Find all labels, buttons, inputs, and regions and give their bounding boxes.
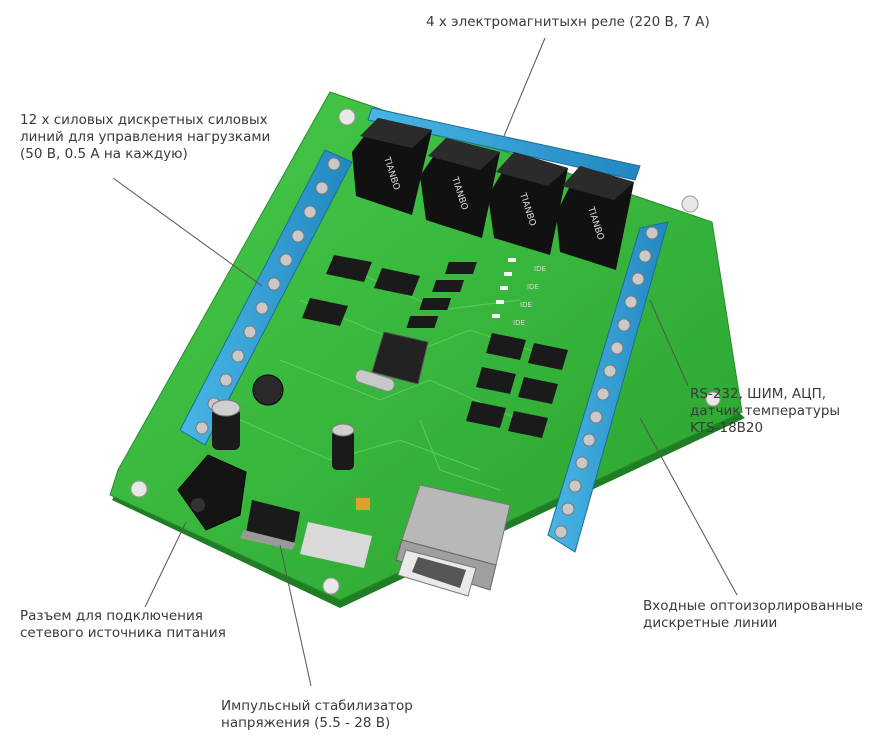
callout-power-jack-line-2: сетевого источника питания: [20, 625, 226, 641]
relay-2: TIANBO: [420, 138, 500, 238]
relay-3: TIANBO: [488, 152, 568, 255]
callout-power-jack-line-1: Разъем для подключения: [20, 608, 203, 624]
callout-power-lines-line-3: (50 В, 0.5 А на каждую): [20, 146, 188, 162]
callout-relays: 4 х электромагнитыхн реле (220 В, 7 А): [426, 14, 710, 31]
inductor: [252, 374, 284, 406]
callout-power-jack: Разъем для подключения сетевого источник…: [20, 608, 226, 642]
svg-text:IDE: IDE: [527, 283, 539, 291]
optocouplers: [466, 333, 568, 438]
callout-stabilizer-line-1: Импульсный стабилизатор: [221, 698, 413, 714]
svg-text:IDE: IDE: [534, 265, 546, 273]
leds: [492, 258, 516, 318]
callout-power-lines-line-2: линий для управления нагрузками: [20, 129, 271, 145]
top-terminal-block: [367, 107, 641, 181]
callout-inputs-line-2: дискретные линии: [643, 615, 778, 631]
relays: TIANBO TIANBO TIANBO TIANBO: [352, 118, 634, 270]
crystal: [354, 369, 395, 392]
switching-regulator: [240, 500, 300, 550]
callout-relays-text: 4 х электромагнитыхн реле (220 В, 7 А): [426, 14, 710, 30]
callout-power-lines: 12 х силовых дискретных силовых линий дл…: [20, 112, 270, 163]
callout-power-lines-line-1: 12 х силовых дискретных силовых: [20, 112, 268, 128]
callout-rs232-line-1: RS-232, ШИМ, АЦП,: [690, 386, 827, 402]
right-terminal-block: [547, 221, 669, 553]
relay-4: TIANBO: [556, 166, 634, 270]
callout-rs232-line-3: KTS-18B20: [690, 420, 764, 436]
callout-inputs: Входные оптоизорлированные дискретные ли…: [643, 598, 863, 632]
callout-rs232-line-2: датчик температуры: [690, 403, 841, 419]
relay-1: TIANBO: [352, 118, 432, 215]
ide-chips: IDE IDE IDE IDE: [406, 262, 546, 328]
capacitors: [211, 399, 355, 470]
microcontroller: [371, 331, 429, 385]
driver-chips: [302, 255, 420, 326]
callout-stabilizer-line-2: напряжения (5.5 - 28 В): [221, 715, 391, 731]
leader-lines: [112, 37, 738, 687]
callout-inputs-line-1: Входные оптоизорлированные: [643, 598, 863, 614]
thermal-pads: [300, 522, 372, 568]
svg-text:IDE: IDE: [513, 319, 525, 327]
callout-stabilizer: Импульсный стабилизатор напряжения (5.5 …: [221, 698, 413, 732]
ethernet-jack: [395, 484, 511, 597]
mounting-holes: [130, 108, 721, 595]
svg-text:IDE: IDE: [520, 301, 532, 309]
left-terminal-block: [179, 149, 353, 446]
tantalum-capacitor: [356, 498, 370, 510]
callout-rs232: RS-232, ШИМ, АЦП, датчик температуры KTS…: [690, 386, 840, 437]
